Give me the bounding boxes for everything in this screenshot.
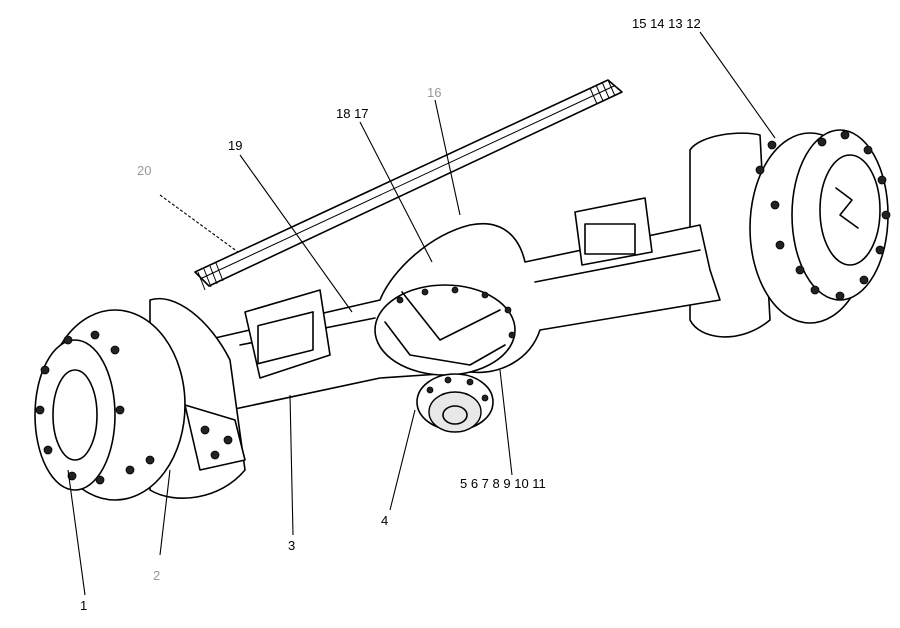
leader-1 bbox=[67, 469, 86, 596]
callout-4: 4 bbox=[381, 513, 388, 528]
left-hub-bolts bbox=[35, 330, 155, 485]
flange-bolts bbox=[426, 376, 489, 402]
callout-2: 2 bbox=[153, 568, 160, 583]
leader-lines bbox=[67, 31, 776, 596]
callout-17-18: 18 17 bbox=[336, 106, 369, 121]
leader-2 bbox=[159, 469, 171, 556]
shaft-spline-left bbox=[197, 262, 224, 291]
leader-19 bbox=[239, 154, 353, 313]
callout-16: 16 bbox=[427, 85, 441, 100]
leader-16 bbox=[434, 99, 461, 216]
right-hub-assembly bbox=[689, 129, 891, 338]
leader-20 bbox=[159, 194, 239, 253]
leader-5-11 bbox=[499, 369, 513, 476]
callout-5-11: 5 6 7 8 9 10 11 bbox=[460, 476, 546, 491]
right-spring-seat bbox=[574, 197, 653, 266]
shaft-spline-right bbox=[589, 79, 616, 105]
callout-3: 3 bbox=[288, 538, 295, 553]
callout-19: 19 bbox=[228, 138, 242, 153]
callout-1: 1 bbox=[80, 598, 87, 613]
leader-17-18 bbox=[359, 121, 433, 263]
right-hub-bolts bbox=[755, 130, 891, 301]
leader-3 bbox=[289, 394, 294, 536]
leader-12-15 bbox=[699, 31, 776, 139]
axle-housing bbox=[214, 197, 721, 433]
axle-shaft bbox=[194, 79, 623, 291]
brake-cam-assembly bbox=[184, 404, 246, 471]
left-spring-seat bbox=[244, 289, 331, 379]
leader-4 bbox=[389, 409, 416, 511]
callout-labels: 1 2 3 4 5 6 7 8 9 10 11 15 14 13 12 16 1… bbox=[80, 16, 701, 613]
carrier-bolts bbox=[396, 286, 516, 339]
callout-20: 20 bbox=[137, 163, 151, 178]
left-hub-assembly bbox=[34, 297, 246, 501]
callout-12-15: 15 14 13 12 bbox=[632, 16, 701, 31]
